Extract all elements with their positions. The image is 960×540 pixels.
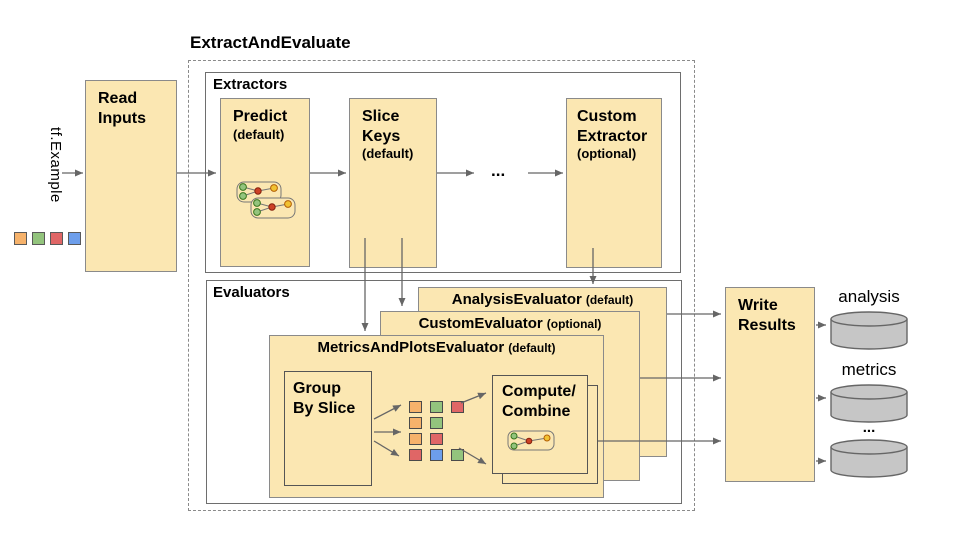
slice-row <box>409 417 464 429</box>
predict-label: Predict <box>233 108 288 125</box>
slice-keys-qualifier: (default) <box>362 146 414 162</box>
model-graph-icon <box>236 181 296 219</box>
slice-row <box>409 449 464 461</box>
more-outputs-database-icon <box>830 439 908 478</box>
predict-qualifier: (default) <box>233 126 285 142</box>
green-square <box>430 417 443 429</box>
metrics-output-label: metrics <box>841 360 897 379</box>
evaluators-section-label: Evaluators <box>213 284 290 301</box>
analysis-output-label: analysis <box>838 287 900 306</box>
tf-example-label: tf.Example <box>47 127 64 203</box>
blue-square <box>430 449 443 461</box>
more-outputs-label: ... <box>862 419 876 436</box>
custom-extractor-label: Custom Extractor <box>577 108 648 145</box>
diagram-title: ExtractAndEvaluate <box>190 33 351 52</box>
orange-square <box>14 232 27 245</box>
group-by-slice-label: Group By Slice <box>293 380 356 417</box>
red-square <box>50 232 63 245</box>
group-by-slice-box: Group By Slice <box>284 371 372 486</box>
metrics-database-icon <box>830 384 908 423</box>
read-inputs-label: Read Inputs <box>98 90 146 127</box>
custom-extractor-box: Custom Extractor (optional) <box>566 98 662 268</box>
green-square <box>451 449 464 461</box>
analysis-database-icon <box>830 311 908 350</box>
slice-keys-label: Slice Keys <box>362 108 401 145</box>
green-square <box>32 232 45 245</box>
tf-example-legend <box>14 232 81 245</box>
read-inputs-box: Read Inputs <box>85 80 177 272</box>
metrics-and-plots-evaluator-label: MetricsAndPlotsEvaluator(default) <box>317 339 556 356</box>
red-square <box>430 433 443 445</box>
orange-square <box>409 417 422 429</box>
compute-combine-box: Compute/ Combine <box>492 375 588 474</box>
write-results-box: Write Results <box>725 287 815 482</box>
red-square <box>451 401 464 413</box>
red-square <box>409 449 422 461</box>
slice-keys-extractor-box: Slice Keys (default) <box>349 98 437 268</box>
compute-combine-label: Compute/ Combine <box>502 383 576 420</box>
orange-square <box>409 401 422 413</box>
extractors-ellipsis: ... <box>491 161 506 180</box>
write-results-label: Write Results <box>738 297 796 334</box>
custom-evaluator-label: CustomEvaluator(optional) <box>418 315 602 332</box>
slice-row <box>409 401 464 413</box>
slice-row <box>409 433 464 445</box>
green-square <box>430 401 443 413</box>
custom-extractor-qualifier: (optional) <box>577 146 637 162</box>
orange-square <box>409 433 422 445</box>
sliced-data-grid <box>409 401 464 465</box>
analysis-evaluator-label: AnalysisEvaluator(default) <box>451 291 634 308</box>
combine-graph-icon <box>507 430 555 451</box>
extractors-section-label: Extractors <box>213 76 288 93</box>
blue-square <box>68 232 81 245</box>
